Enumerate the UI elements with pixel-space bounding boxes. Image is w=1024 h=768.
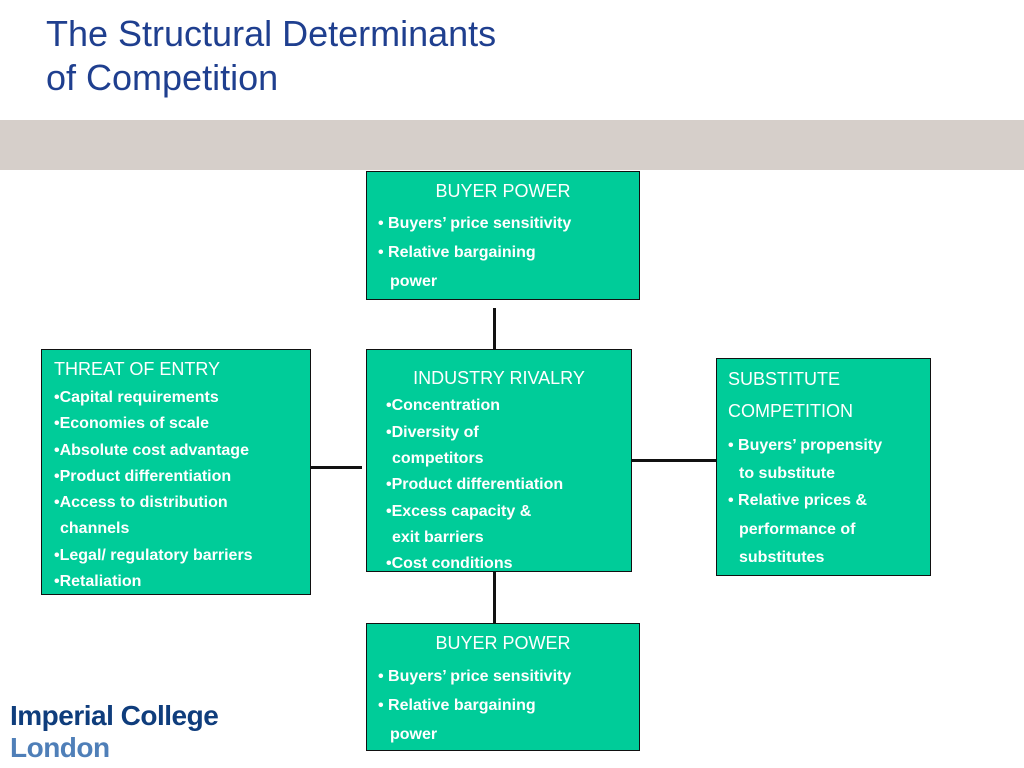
- buyer-power-top-item: power: [390, 273, 438, 290]
- buyer-power-bottom-heading: BUYER POWER: [435, 633, 571, 653]
- header-band: [0, 120, 1024, 170]
- logo-london: London: [10, 732, 110, 763]
- threat-of-entry-item: •Retaliation: [54, 573, 142, 590]
- connector-bottom: [493, 572, 496, 623]
- industry-rivalry-item: competitors: [392, 450, 484, 467]
- substitute-competition-box: SUBSTITUTE COMPETITION • Buyers’ propens…: [716, 358, 931, 576]
- logo-imperial-college: Imperial College: [10, 700, 219, 731]
- buyer-power-bottom-item: • Relative bargaining: [378, 697, 536, 714]
- substitute-competition-heading-line-1: SUBSTITUTE: [728, 369, 841, 389]
- industry-rivalry-box: INDUSTRY RIVALRY •Concentration •Diversi…: [366, 349, 632, 572]
- industry-rivalry-item: •Cost conditions: [386, 555, 513, 572]
- threat-of-entry-item: •Capital requirements: [54, 389, 219, 406]
- page-title: The Structural Determinants of Competiti…: [46, 12, 496, 100]
- threat-of-entry-item: •Product differentiation: [54, 468, 232, 485]
- substitute-competition-item: • Relative prices &: [728, 492, 867, 509]
- threat-of-entry-box: THREAT OF ENTRY •Capital requirements •E…: [41, 349, 311, 595]
- industry-rivalry-item: exit barriers: [392, 529, 484, 546]
- connector-left: [308, 466, 362, 469]
- substitute-competition-item: substitutes: [739, 549, 825, 566]
- threat-of-entry-heading: THREAT OF ENTRY: [54, 359, 221, 379]
- industry-rivalry-heading: INDUSTRY RIVALRY: [413, 368, 585, 388]
- threat-of-entry-item: channels: [60, 520, 130, 537]
- buyer-power-bottom-item: • Buyers’ price sensitivity: [378, 668, 572, 685]
- page-title-line-2: of Competition: [46, 57, 279, 98]
- connector-right: [632, 459, 716, 462]
- substitute-competition-item: performance of: [739, 521, 856, 538]
- buyer-power-top-item: • Relative bargaining: [378, 244, 536, 261]
- buyer-power-top-item: • Buyers’ price sensitivity: [378, 215, 572, 232]
- substitute-competition-heading-line-2: COMPETITION: [728, 401, 853, 421]
- connector-top: [493, 308, 496, 350]
- threat-of-entry-item: •Absolute cost advantage: [54, 442, 249, 459]
- buyer-power-top-heading: BUYER POWER: [435, 181, 571, 201]
- threat-of-entry-item: •Legal/ regulatory barriers: [54, 547, 253, 564]
- page-title-line-1: The Structural Determinants: [46, 13, 497, 54]
- industry-rivalry-item: •Concentration: [386, 397, 501, 414]
- buyer-power-bottom-box: BUYER POWER • Buyers’ price sensitivity …: [366, 623, 640, 751]
- threat-of-entry-item: •Access to distribution: [54, 494, 228, 511]
- industry-rivalry-item: •Excess capacity &: [386, 503, 532, 520]
- industry-rivalry-item: •Product differentiation: [386, 476, 564, 493]
- threat-of-entry-item: •Economies of scale: [54, 415, 209, 432]
- substitute-competition-item: • Buyers’ propensity: [728, 437, 883, 454]
- buyer-power-top-box: BUYER POWER • Buyers’ price sensitivity …: [366, 171, 640, 300]
- substitute-competition-item: to substitute: [739, 465, 835, 482]
- buyer-power-bottom-item: power: [390, 726, 438, 743]
- industry-rivalry-item: •Diversity of: [386, 424, 479, 441]
